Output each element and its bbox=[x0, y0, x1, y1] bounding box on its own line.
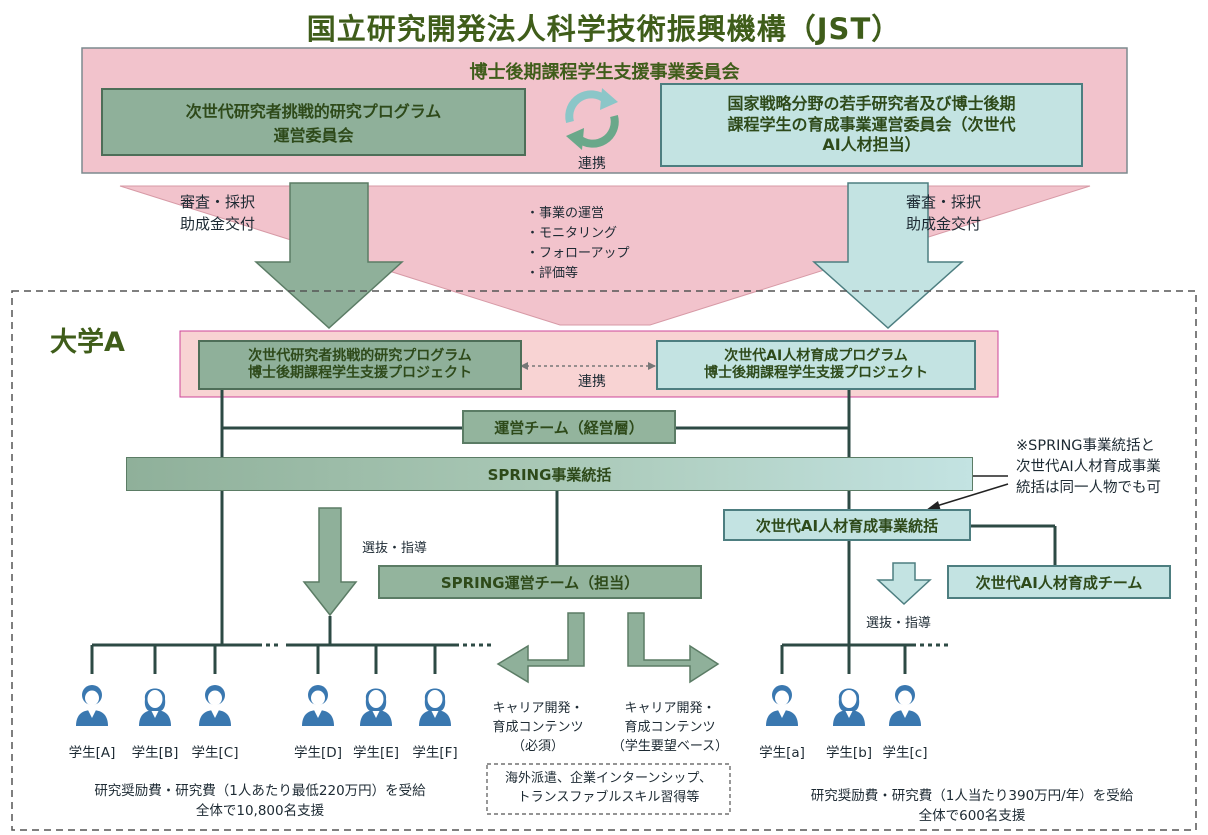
student-label: 学生[c] bbox=[882, 745, 928, 761]
student-label: 学生[E] bbox=[352, 745, 400, 761]
overseas-box bbox=[486, 763, 731, 815]
funding-left-label: 審査・採択 助成金交付 bbox=[180, 193, 256, 233]
spring-team-box: SPRING運営チーム（担当） bbox=[378, 565, 702, 599]
student-icon bbox=[299, 680, 337, 730]
funding-right-label: 審査・採択 助成金交付 bbox=[906, 193, 982, 233]
student-icon bbox=[416, 680, 454, 730]
student-label: 学生[D] bbox=[294, 745, 342, 761]
student-icon bbox=[73, 680, 111, 730]
committee-link-label: 連携 bbox=[578, 156, 606, 172]
committee-left-box: 次世代研究者挑戦的研究プログラム 運営委員会 bbox=[101, 88, 526, 156]
ai-overall-box: 次世代AI人材育成事業統括 bbox=[723, 509, 971, 541]
student-label: 学生[b] bbox=[825, 745, 873, 761]
page-title: 国立研究開発法人科学技術振興機構（JST） bbox=[306, 12, 902, 46]
student-label: 学生[B] bbox=[131, 745, 179, 761]
career-left-label: キャリア開発・ 育成コンテンツ （必須） bbox=[492, 701, 584, 754]
support-left-text: 研究奨励費・研究費（1人あたり最低220万円）を受給 全体で10,800名支援 bbox=[94, 783, 426, 819]
jst-roles-list: ・事業の運営 ・モニタリング ・フォローアップ ・評価等 bbox=[526, 204, 686, 285]
spring-overall-bar: SPRING事業統括 bbox=[126, 457, 973, 491]
project-link-label: 連携 bbox=[578, 374, 606, 390]
cycle-arrows-icon bbox=[565, 88, 619, 150]
jst-role: ・評価等 bbox=[526, 266, 579, 282]
career-arrow-left bbox=[496, 612, 585, 684]
support-right-text: 研究奨励費・研究費（1人当たり390万円/年）を受給 全体で600名支援 bbox=[810, 788, 1134, 824]
select-guide-left: 選抜・指導 bbox=[362, 541, 428, 556]
jst-role: ・モニタリング bbox=[526, 226, 618, 242]
student-icon bbox=[196, 680, 234, 730]
committee-title: 博士後期課程学生支援事業委員会 bbox=[469, 62, 740, 83]
student-icon bbox=[136, 680, 174, 730]
select-guide-right: 選抜・指導 bbox=[866, 616, 932, 631]
student-label: 学生[F] bbox=[412, 745, 458, 761]
mgmt-team-box: 運営チーム（経営層） bbox=[462, 410, 676, 444]
committee-right-box: 国家戦略分野の若手研究者及び博士後期 課程学生の育成事業運営委員会（次世代 AI… bbox=[660, 83, 1083, 167]
student-icon bbox=[830, 680, 868, 730]
overseas-text: 海外派遣、企業インターンシップ、 トランスファブルスキル習得等 bbox=[505, 771, 712, 805]
career-arrow-right bbox=[627, 612, 720, 684]
note-text: ※SPRING事業統括と 次世代AI人材育成事業 統括は同一人物でも可 bbox=[1016, 438, 1161, 497]
select-arrow-right bbox=[876, 562, 932, 606]
student-label: 学生[A] bbox=[68, 745, 116, 761]
jst-role: ・事業の運営 bbox=[526, 206, 605, 221]
career-right-label: キャリア開発・ 育成コンテンツ （学生要望ベース） bbox=[611, 701, 729, 754]
student-icon bbox=[886, 680, 924, 730]
university-label: 大学A bbox=[50, 327, 125, 358]
student-icon bbox=[357, 680, 395, 730]
select-arrow-left bbox=[302, 507, 358, 617]
project-left-box: 次世代研究者挑戦的研究プログラム 博士後期課程学生支援プロジェクト bbox=[198, 340, 522, 390]
jst-role: ・フォローアップ bbox=[526, 246, 630, 262]
university-frame bbox=[11, 290, 1197, 831]
student-label: 学生[C] bbox=[191, 745, 239, 761]
project-right-box: 次世代AI人材育成プログラム 博士後期課程学生支援プロジェクト bbox=[656, 340, 976, 390]
ai-team-box: 次世代AI人材育成チーム bbox=[947, 565, 1171, 599]
student-icon bbox=[763, 680, 801, 730]
student-label: 学生[a] bbox=[759, 745, 805, 761]
